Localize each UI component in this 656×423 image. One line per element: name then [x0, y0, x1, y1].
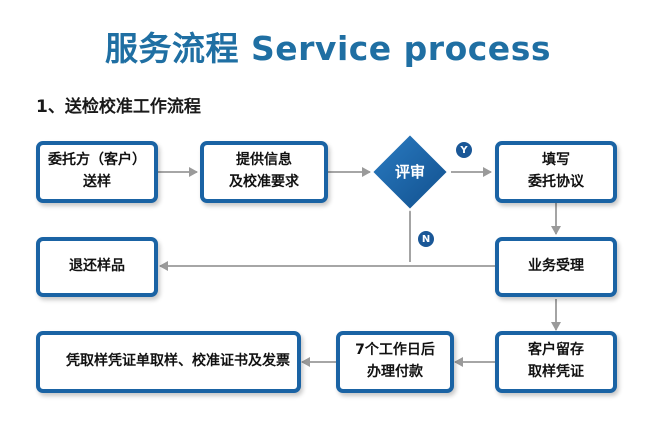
section-heading: 1、送检校准工作流程 [36, 97, 201, 117]
node-business-accept: 业务受理 [495, 237, 617, 297]
yes-badge: Y [456, 142, 472, 158]
review-diamond [370, 132, 450, 212]
node-provide-info: 提供信息 及校准要求 [200, 141, 328, 203]
node-processing: 7个工作日后 办理付款 [336, 331, 454, 393]
review-label: 评审 [394, 163, 425, 181]
page-title: 服务流程 Service process [105, 29, 551, 68]
node-return-sample: 退还样品 [36, 237, 158, 297]
node-client-send: 委托方（客户） 送样 [36, 141, 158, 203]
node-pickup: 凭取样凭证单取样、校准证书及发票 [36, 331, 301, 393]
node-retain: 客户留存 取样凭证 [495, 331, 617, 393]
no-badge: N [418, 231, 434, 247]
node-fill-form: 填写 委托协议 [495, 141, 617, 203]
